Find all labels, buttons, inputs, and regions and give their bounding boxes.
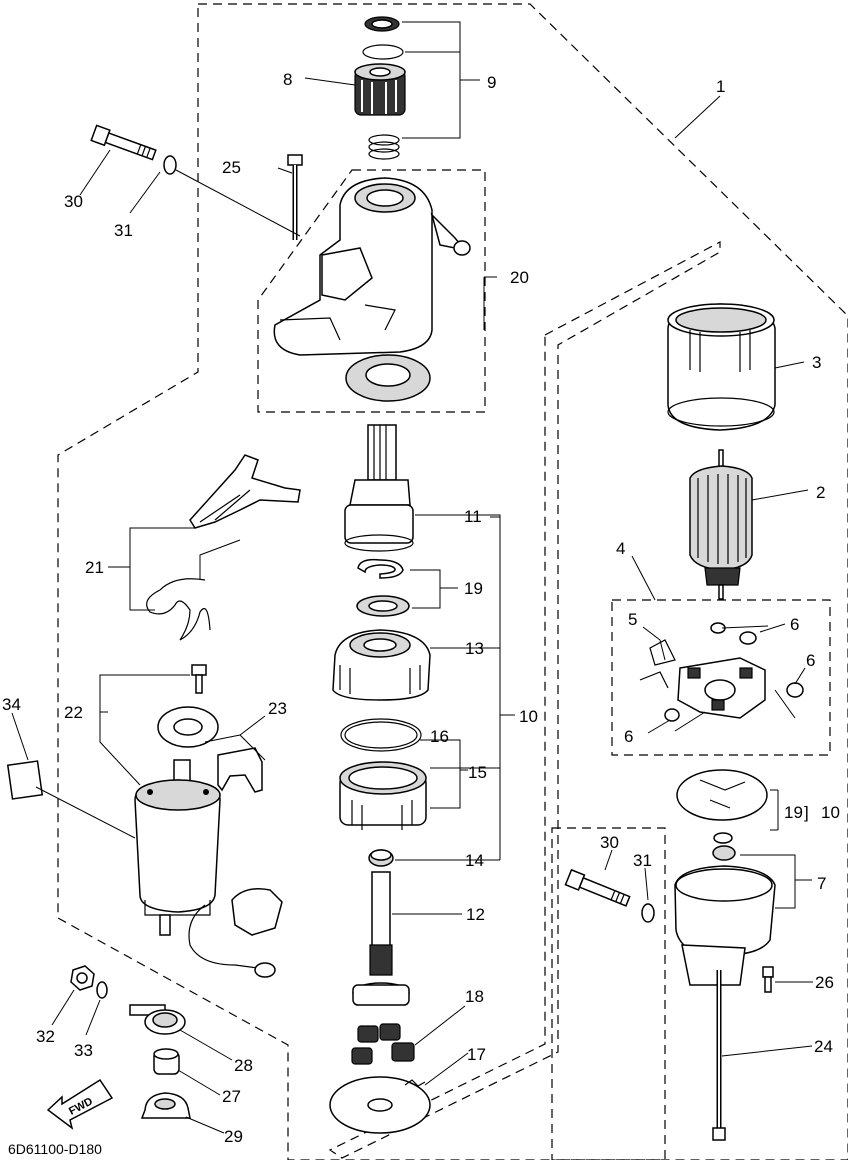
armature xyxy=(689,449,753,600)
callout-9: 9 xyxy=(487,73,496,92)
caution-label xyxy=(6,760,44,800)
through-bolt-short xyxy=(287,154,303,240)
callout-3: 3 xyxy=(812,353,821,372)
parts xyxy=(6,16,804,1141)
small-washer xyxy=(713,832,733,844)
callout-26: 26 xyxy=(815,973,834,992)
callout-13: 13 xyxy=(465,639,484,658)
callout-7: 7 xyxy=(817,874,826,893)
rear-cover-group-outline xyxy=(551,827,666,1161)
callout-30-upper: 30 xyxy=(64,192,83,211)
callout-34: 34 xyxy=(2,695,21,714)
callout-23: 23 xyxy=(268,699,287,718)
callout-20: 20 xyxy=(510,268,529,287)
lever-spring xyxy=(146,578,211,641)
callout-27: 27 xyxy=(222,1087,241,1106)
nut xyxy=(70,965,95,991)
diagram-code: 6D61100-D180 xyxy=(8,1141,102,1157)
bolt-upper xyxy=(90,124,157,161)
callout-11: 11 xyxy=(464,507,482,526)
callout-21: 21 xyxy=(85,558,104,577)
callout-19-center: 19 xyxy=(464,579,483,598)
callout-22: 22 xyxy=(64,703,83,722)
callout-6-upper: 6 xyxy=(790,615,799,634)
callout-6-lower: 6 xyxy=(624,727,633,746)
bearing xyxy=(345,354,431,402)
terminal-bolt xyxy=(129,1004,186,1035)
pinion-stop-plate xyxy=(329,1076,431,1134)
callout-28: 28 xyxy=(234,1056,253,1075)
callout-14: 14 xyxy=(465,851,484,870)
front-cover-group-outline xyxy=(257,169,486,413)
main-assembly-outline xyxy=(57,3,848,1161)
solenoid-switch xyxy=(134,759,221,936)
planetary-gears xyxy=(351,1023,415,1065)
callout-18: 18 xyxy=(465,987,484,1006)
drive-clutch-shaft xyxy=(344,424,414,552)
callout-29: 29 xyxy=(224,1127,243,1146)
pinion-gear xyxy=(354,63,406,116)
callout-33: 33 xyxy=(74,1041,93,1060)
fwd-arrow xyxy=(46,1078,114,1130)
callout-12: 12 xyxy=(466,905,485,924)
front-cover-housing xyxy=(273,177,471,356)
callout-5: 5 xyxy=(628,610,637,629)
callout-17: 17 xyxy=(467,1045,486,1064)
callout-31-lower: 31 xyxy=(633,851,652,870)
motor-group-outline xyxy=(328,241,721,1159)
gear-housing xyxy=(332,629,431,701)
internal-gear-ring xyxy=(340,718,422,752)
rear-cover xyxy=(674,845,776,986)
spring-washer xyxy=(96,981,108,999)
rubber-cap xyxy=(231,888,283,936)
through-bolt-long xyxy=(712,970,726,1141)
washer-lower xyxy=(641,903,655,923)
lead-wire xyxy=(188,904,259,969)
assembly-boundaries xyxy=(57,3,848,1161)
callout-4: 4 xyxy=(616,539,625,558)
callout-32: 32 xyxy=(36,1027,55,1046)
screw xyxy=(191,664,207,694)
brush-plate xyxy=(676,769,768,821)
rubber-block xyxy=(217,747,263,793)
callout-1: 1 xyxy=(716,77,725,96)
snap-ring xyxy=(362,44,404,60)
callout-16: 16 xyxy=(430,727,449,746)
callout-25: 25 xyxy=(222,158,241,177)
shift-lever xyxy=(189,454,301,529)
callout-24: 24 xyxy=(814,1037,833,1056)
callout-15: 15 xyxy=(468,763,487,782)
e-clip xyxy=(357,558,404,579)
planet-shaft xyxy=(352,871,410,1006)
callout-10-center: 10 xyxy=(519,707,538,726)
callout-8: 8 xyxy=(283,70,292,89)
yoke xyxy=(667,303,776,431)
callout-19-right: 19 xyxy=(784,803,803,822)
callout-31-upper: 31 xyxy=(114,221,133,240)
cap-insulator xyxy=(153,1048,180,1075)
leader-lines xyxy=(11,21,813,1134)
bracket-glyph: ] xyxy=(804,803,809,822)
terminal-holder xyxy=(140,1092,191,1119)
pinion-spring xyxy=(368,134,400,160)
bolt-lower xyxy=(564,868,631,907)
washer-upper xyxy=(163,155,177,175)
callout-2: 2 xyxy=(816,483,825,502)
brush-holder xyxy=(639,622,804,722)
callout-6-right: 6 xyxy=(806,651,815,670)
brush-holder-group-outline xyxy=(611,599,831,756)
callout-30-lower: 30 xyxy=(600,833,619,852)
rear-screw xyxy=(762,966,774,993)
internal-gear xyxy=(339,761,427,830)
callout-numbers: 1 2 3 4 5 6 6 6 7 8 9 10 10 11 12 13 14 … xyxy=(2,70,840,1146)
callout-10-right: 10 xyxy=(821,803,840,822)
